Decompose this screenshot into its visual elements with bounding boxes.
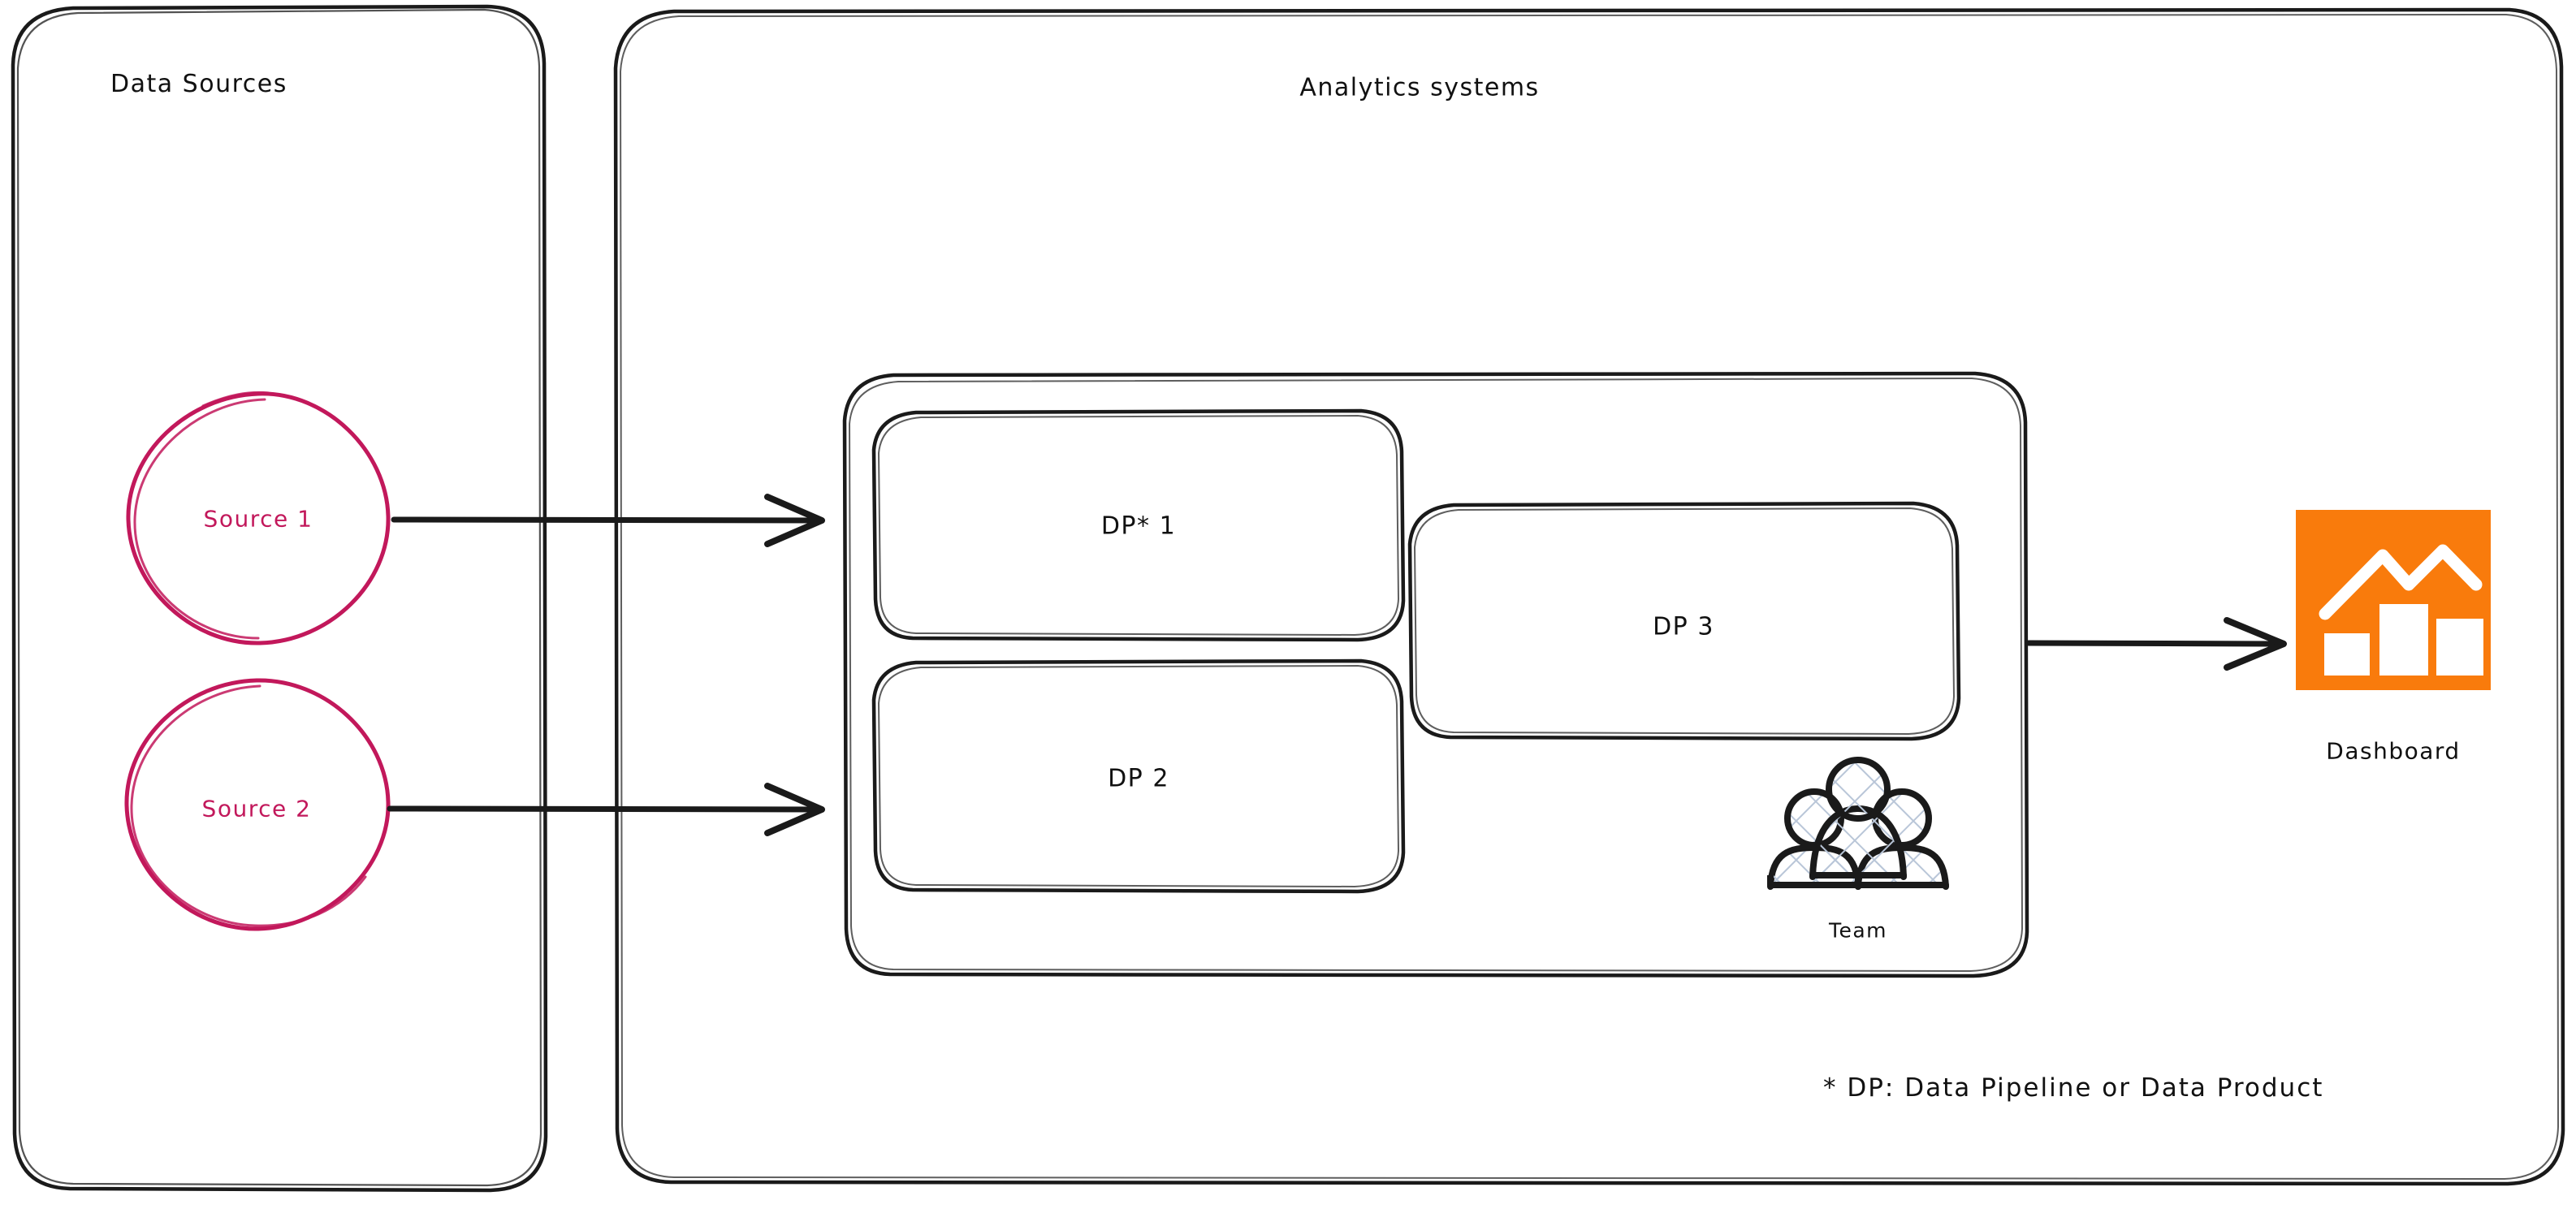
dp-3-label: DP 3 (1653, 612, 1714, 641)
team-icon (1767, 757, 1949, 895)
dp-container (842, 371, 2029, 978)
dashboard-icon[interactable] (2296, 510, 2491, 690)
dp-2-label: DP 2 (1108, 764, 1169, 793)
analytics-systems-title: Analytics systems (1299, 73, 1540, 102)
arrow-source1-to-dp1 (391, 494, 825, 547)
source-2-circle[interactable] (124, 678, 391, 931)
arrow-analytics-to-dashboard (2025, 617, 2287, 671)
source-2-label: Source 2 (201, 795, 312, 822)
team-caption: Team (1828, 918, 1888, 943)
dp-1-label: DP* 1 (1100, 512, 1177, 541)
analytics-systems-container (613, 7, 2565, 1186)
dashboard-caption: Dashboard (2326, 737, 2461, 765)
dp-1-box[interactable] (871, 408, 1406, 642)
dp-2-box[interactable] (871, 658, 1406, 894)
arrow-source2-to-dp2 (387, 783, 825, 836)
dp-3-box[interactable] (1407, 501, 1961, 741)
data-sources-title: Data Sources (110, 70, 287, 98)
data-sources-container (11, 4, 548, 1193)
dp-footnote: * DP: Data Pipeline or Data Product (1823, 1073, 2324, 1103)
source-1-label: Source 1 (203, 505, 313, 533)
source-1-circle[interactable] (126, 391, 391, 645)
